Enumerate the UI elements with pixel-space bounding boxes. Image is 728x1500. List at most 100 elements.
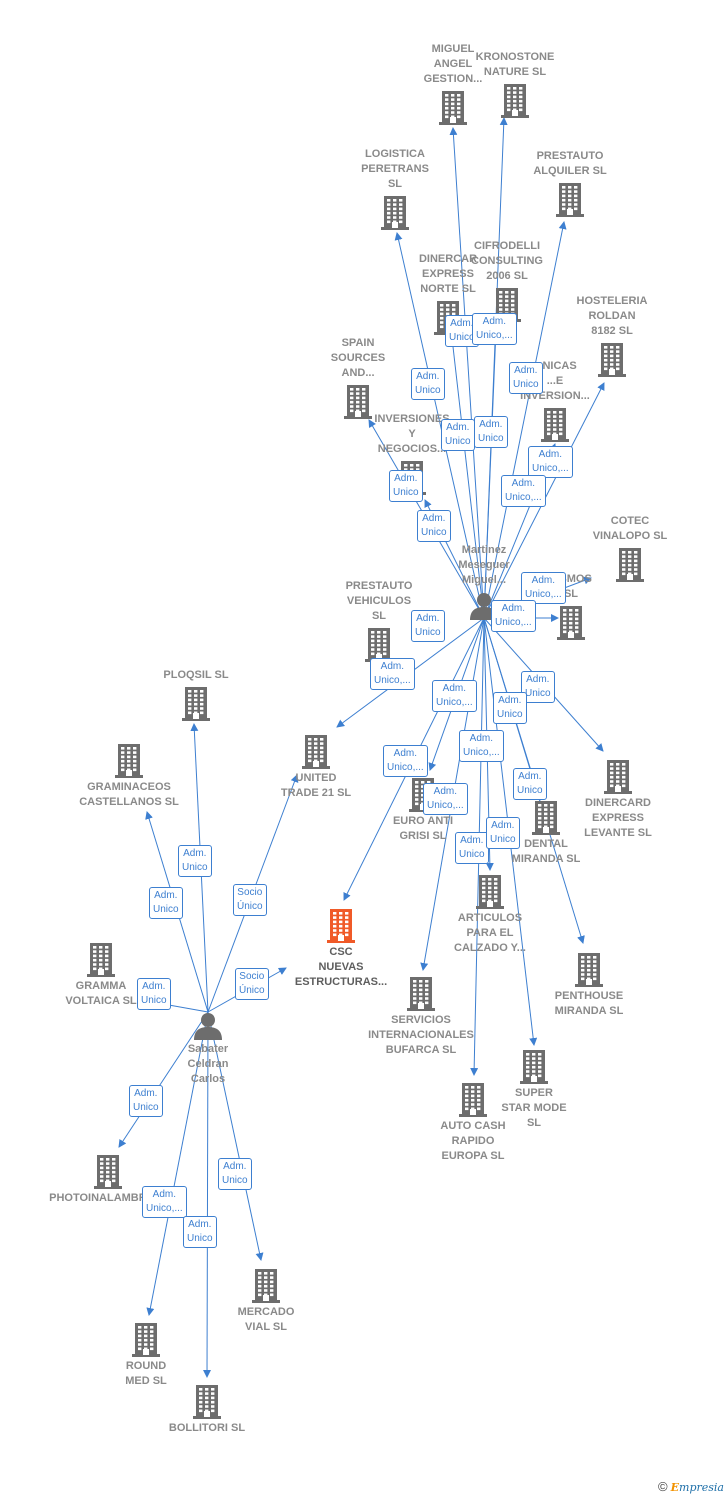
building-icon xyxy=(41,943,161,977)
role-badge[interactable]: Adm. Unico,... xyxy=(423,783,468,815)
node-spain-sources[interactable]: SPAIN SOURCES AND... xyxy=(298,336,418,419)
node-label: KRONOSTONE NATURE SL xyxy=(475,51,555,78)
role-badge[interactable]: Adm. Unico xyxy=(474,416,508,448)
role-badge[interactable]: Adm. Unico,... xyxy=(370,658,415,690)
role-badge[interactable]: Adm. Unico xyxy=(178,845,212,877)
building-icon xyxy=(335,196,455,230)
node-prestauto-veh[interactable]: PRESTAUTO VEHICULOS SL xyxy=(319,579,439,662)
role-badge[interactable]: Adm. Unico xyxy=(509,362,543,394)
role-badge[interactable]: Adm. Unico xyxy=(441,419,475,451)
role-badge[interactable]: Adm. Unico xyxy=(411,368,445,400)
role-badge[interactable]: Adm. Unico,... xyxy=(528,446,573,478)
role-badge[interactable]: Adm. Unico xyxy=(411,610,445,642)
node-label: SUPER STAR MODE SL xyxy=(501,1087,567,1129)
node-label: HOSTELERIA ROLDAN 8182 SL xyxy=(576,295,648,337)
role-badge[interactable]: Adm. Unico,... xyxy=(383,745,428,777)
node-united[interactable]: UNITED TRADE 21 SL xyxy=(256,735,376,801)
building-icon xyxy=(558,760,678,794)
edge-martinez-to-logistica xyxy=(394,232,485,619)
building-icon xyxy=(69,744,189,778)
node-ploqsil[interactable]: PLOQSIL SL xyxy=(136,668,256,721)
building-icon xyxy=(474,1050,594,1084)
node-penthouse[interactable]: PENTHOUSE MIRANDA SL xyxy=(529,953,649,1019)
node-miguel-angel[interactable]: MIGUEL ANGEL GESTION... xyxy=(393,42,513,125)
node-label: ARTICULOS PARA EL CALZADO Y... xyxy=(454,912,526,954)
building-icon xyxy=(430,875,550,909)
building-icon xyxy=(552,343,672,377)
node-label: BOLLITORI SL xyxy=(168,1422,246,1434)
edge-sabater-to-photoinal xyxy=(118,1011,209,1148)
role-badge[interactable]: Adm. Unico,... xyxy=(459,730,504,762)
role-badge[interactable]: Adm. Unico xyxy=(149,887,183,919)
building-icon xyxy=(361,977,481,1011)
role-badge[interactable]: Adm. Unico xyxy=(493,692,527,724)
node-gramma[interactable]: GRAMMA VOLTAICA SL xyxy=(41,943,161,1009)
role-badge[interactable]: Adm. Unico xyxy=(218,1158,252,1190)
node-kronostone[interactable]: KRONOSTONE NATURE SL xyxy=(455,50,575,118)
building-icon xyxy=(298,385,418,419)
node-label: COTEC VINALOPO SL xyxy=(592,515,668,542)
role-badge[interactable]: Adm. Unico,... xyxy=(432,680,477,712)
node-prestauto-alq[interactable]: PRESTAUTO ALQUILER SL xyxy=(510,149,630,217)
role-badge[interactable]: Adm. Unico xyxy=(129,1085,163,1117)
role-badge[interactable]: Adm. Unico,... xyxy=(501,475,546,507)
building-icon xyxy=(486,801,606,835)
node-graminaceos[interactable]: GRAMINACEOS CASTELLANOS SL xyxy=(69,744,189,810)
role-badge[interactable]: Adm. Unico xyxy=(486,817,520,849)
node-csc[interactable]: CSC NUEVAS ESTRUCTURAS... xyxy=(281,909,401,990)
node-label: DINERCARD EXPRESS LEVANTE SL xyxy=(584,797,652,839)
role-badge[interactable]: Adm. Unico,... xyxy=(472,313,517,345)
node-label: ROUND MED SL xyxy=(125,1360,167,1387)
role-badge[interactable]: Adm. Unico xyxy=(455,832,489,864)
building-icon xyxy=(48,1155,168,1189)
node-sabater[interactable]: Sabater Celdran Carlos xyxy=(148,1012,268,1087)
node-hosteleria[interactable]: HOSTELERIA ROLDAN 8182 SL xyxy=(552,294,672,377)
role-badge[interactable]: Adm. Unico xyxy=(183,1216,217,1248)
node-articulos[interactable]: ARTICULOS PARA EL CALZADO Y... xyxy=(430,875,550,956)
role-badge[interactable]: Adm. Unico xyxy=(513,768,547,800)
node-round[interactable]: ROUND MED SL xyxy=(86,1323,206,1389)
role-badge[interactable]: Adm. Unico xyxy=(521,671,555,703)
node-logistica[interactable]: LOGISTICA PERETRANS SL xyxy=(335,147,455,230)
node-label: PLOQSIL SL xyxy=(163,669,229,681)
role-badge[interactable]: Adm. Unico xyxy=(137,978,171,1010)
node-mercado[interactable]: MERCADO VIAL SL xyxy=(206,1269,326,1335)
node-label: CSC NUEVAS ESTRUCTURAS... xyxy=(294,946,388,988)
building-icon xyxy=(413,1083,533,1117)
node-label: MERCADO VIAL SL xyxy=(237,1306,295,1333)
node-label: MIGUEL ANGEL GESTION... xyxy=(423,43,483,85)
role-badge[interactable]: Adm. Unico,... xyxy=(491,600,536,632)
role-badge[interactable]: Socio Único xyxy=(235,968,269,1000)
node-dinercard-lev[interactable]: DINERCARD EXPRESS LEVANTE SL xyxy=(558,760,678,841)
role-badge[interactable]: Adm. Unico xyxy=(417,510,451,542)
node-cosmos[interactable]: ...SMOS SL xyxy=(511,572,631,640)
node-label: GRAMINACEOS CASTELLANOS SL xyxy=(79,781,179,808)
node-bollitori[interactable]: BOLLITORI SL xyxy=(147,1385,267,1436)
person-icon xyxy=(148,1012,268,1040)
node-label: UNITED TRADE 21 SL xyxy=(280,772,352,799)
edge-martinez-to-dinercar-norte xyxy=(448,337,485,619)
role-badge[interactable]: Adm. Unico,... xyxy=(521,572,566,604)
node-label: EURO ANTI GRISI SL xyxy=(392,815,454,842)
node-photoinal[interactable]: PHOTOINALAMBRIC... xyxy=(48,1155,168,1206)
building-icon xyxy=(86,1323,206,1357)
role-badge[interactable]: Socio Único xyxy=(233,884,267,916)
role-badge[interactable]: Adm. Unico xyxy=(389,470,423,502)
node-dental[interactable]: DENTAL MIRANDA SL xyxy=(486,801,606,867)
node-label: PHOTOINALAMBRIC... xyxy=(49,1192,167,1204)
node-label: GRAMMA VOLTAICA SL xyxy=(65,980,137,1007)
node-label: SPAIN SOURCES AND... xyxy=(330,337,386,379)
edge-martinez-to-cifrodelli xyxy=(483,329,500,619)
node-label: DINERCAR EXPRESS NORTE SL xyxy=(418,253,478,295)
edge-martinez-to-miguel-angel xyxy=(449,127,485,619)
building-icon xyxy=(206,1269,326,1303)
node-cifrodelli[interactable]: CIFRODELLI CONSULTING 2006 SL xyxy=(447,239,567,322)
role-badge[interactable]: Adm. Unico,... xyxy=(142,1186,187,1218)
node-label: PRESTAUTO ALQUILER SL xyxy=(533,150,607,177)
node-servicios[interactable]: SERVICIOS INTERNACIONALES BUFARCA SL xyxy=(361,977,481,1058)
node-auto-cash[interactable]: AUTO CASH RAPIDO EUROPA SL xyxy=(413,1083,533,1164)
node-cotec[interactable]: COTEC VINALOPO SL xyxy=(570,514,690,582)
edge-sabater-to-bollitori xyxy=(203,1011,212,1378)
node-super-star[interactable]: SUPER STAR MODE SL xyxy=(474,1050,594,1131)
building-icon xyxy=(147,1385,267,1419)
